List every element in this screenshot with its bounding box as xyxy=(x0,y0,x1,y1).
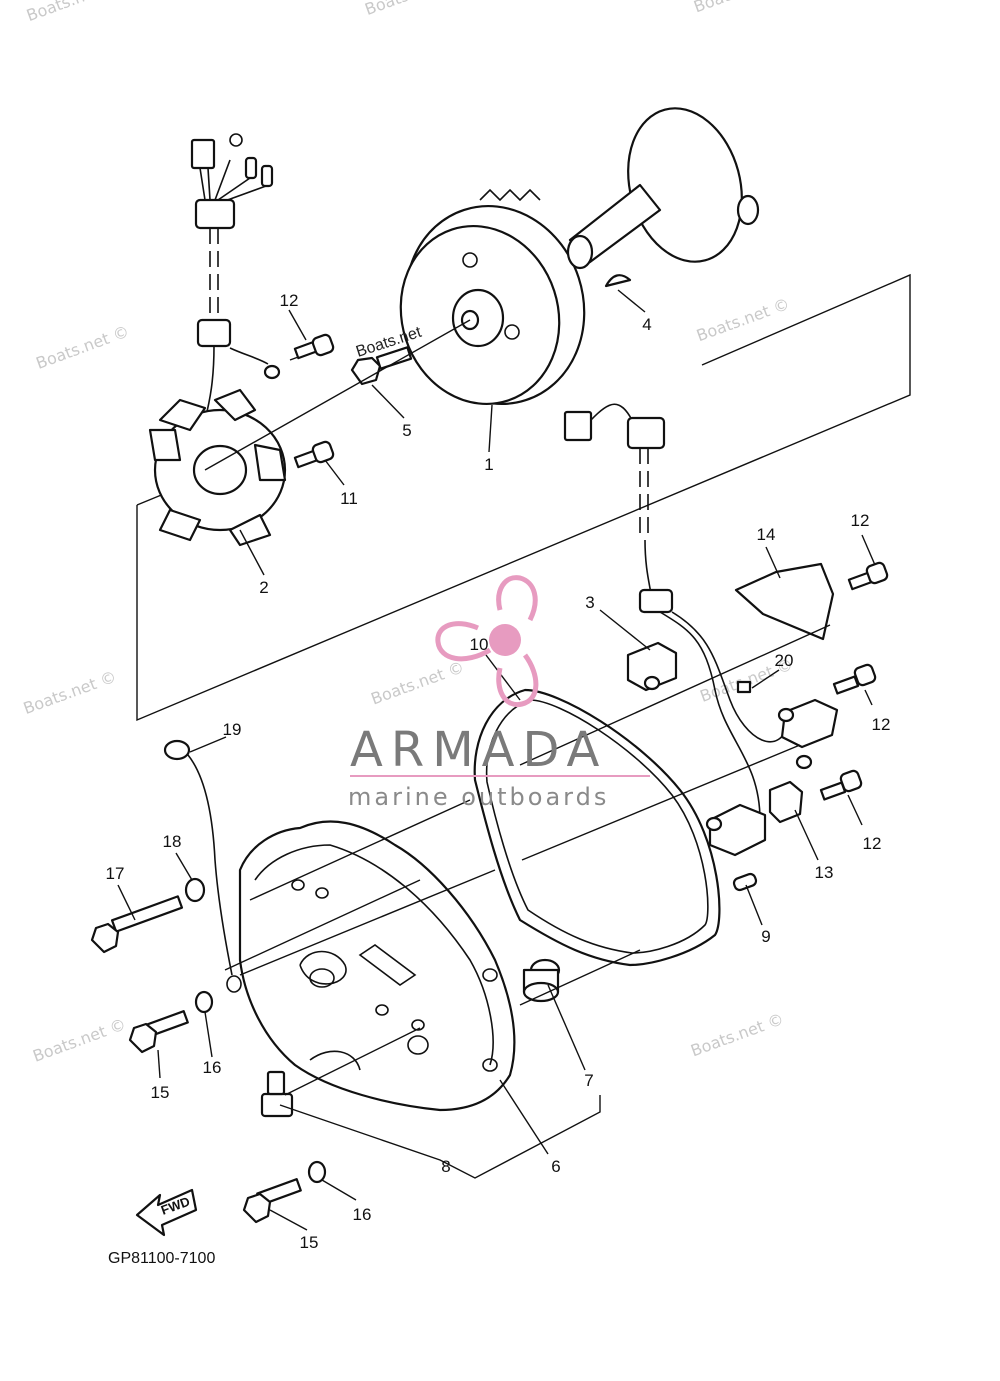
callout-4: 4 xyxy=(642,315,651,334)
watermark: Boats.net © xyxy=(33,322,131,373)
callout-3: 3 xyxy=(585,593,594,612)
callout-labels: 1 2 3 4 5 6 7 8 9 10 11 12 12 12 12 13 1… xyxy=(106,291,891,1252)
callout-14: 14 xyxy=(757,525,776,544)
cover-plug xyxy=(260,1070,294,1118)
watermark: Boats.net © xyxy=(691,0,789,16)
callout-2: 2 xyxy=(259,578,268,597)
callout-6: 6 xyxy=(551,1157,560,1176)
wire-grommet xyxy=(768,780,804,824)
callout-16-a: 16 xyxy=(203,1058,222,1077)
watermark: Boats.net © xyxy=(688,1009,786,1060)
drawing-code: GP81100-7100 xyxy=(108,1250,215,1267)
stator-screw-upper xyxy=(289,333,335,361)
pickup-harness xyxy=(563,403,839,857)
callout-12-pickup-upper: 12 xyxy=(872,715,891,734)
clamp-screw xyxy=(847,561,889,591)
callout-12-clamp: 12 xyxy=(851,511,870,530)
propeller-hub-icon xyxy=(489,624,521,656)
cover-bolt-a xyxy=(128,990,214,1054)
brand-tagline: marine outboards xyxy=(348,783,609,811)
assembly-frame xyxy=(136,273,911,722)
brand-logo: ARMADA marine outboards xyxy=(348,575,650,811)
flywheel-rotor xyxy=(399,188,586,406)
callout-18: 18 xyxy=(163,832,182,851)
wire-clamp xyxy=(734,562,835,641)
callout-10: 10 xyxy=(470,635,489,654)
callout-9: 9 xyxy=(761,927,770,946)
callout-12-stator: 12 xyxy=(280,291,299,310)
callout-12-pickup-lower: 12 xyxy=(863,834,882,853)
callout-1: 1 xyxy=(484,455,493,474)
propeller-icon xyxy=(435,575,539,707)
cover-gasket xyxy=(473,688,721,967)
woodruff-key xyxy=(604,274,632,288)
callout-11: 11 xyxy=(340,489,358,508)
callout-17: 17 xyxy=(106,864,125,883)
watermark: Boats.net © xyxy=(694,294,792,345)
pickup-screw-lower xyxy=(819,769,863,801)
watermark: Boats.net © xyxy=(21,667,119,718)
callout-8: 8 xyxy=(441,1157,450,1176)
callout-19: 19 xyxy=(223,720,242,739)
watermark: Boats.net © xyxy=(368,657,466,708)
generator-cover xyxy=(238,820,516,1112)
stator xyxy=(148,388,287,547)
dowel-pin xyxy=(732,872,758,892)
flywheel-nut xyxy=(350,346,413,386)
callout-5: 5 xyxy=(402,421,411,440)
callout-20: 20 xyxy=(775,651,794,670)
pickup-screw-upper xyxy=(832,663,877,695)
watermark: Boats.net © xyxy=(362,0,460,19)
stator-harness xyxy=(190,133,281,421)
ground-lead xyxy=(163,739,242,993)
cover-bolt-b xyxy=(242,1160,327,1224)
callout-15-b: 15 xyxy=(300,1233,319,1252)
watermark: Boats.net © xyxy=(30,1014,128,1065)
stator-screw-lower xyxy=(293,440,335,469)
callout-13: 13 xyxy=(815,863,834,882)
leader-lines xyxy=(117,289,876,1231)
callout-15-a: 15 xyxy=(151,1083,170,1102)
callout-16-b: 16 xyxy=(353,1205,372,1224)
forward-arrow: FWD xyxy=(135,1188,198,1237)
cover-bolt-long xyxy=(90,877,206,954)
callout-7: 7 xyxy=(584,1071,593,1090)
watermark: Boats.net © xyxy=(24,0,122,25)
brand-name: ARMADA xyxy=(350,722,607,778)
crankshaft-gear xyxy=(566,107,760,270)
